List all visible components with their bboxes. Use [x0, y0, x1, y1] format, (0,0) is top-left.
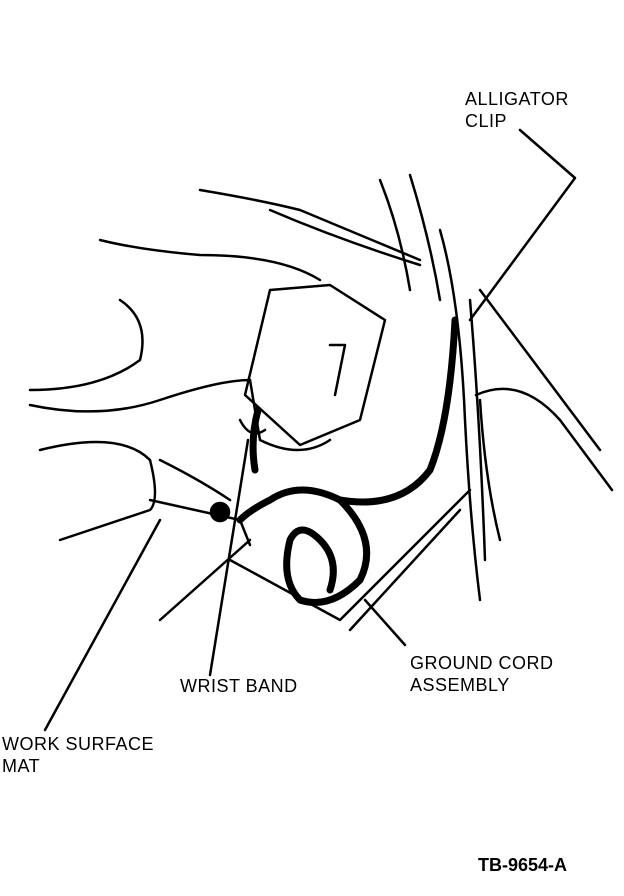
figure-id: TB-9654-A [478, 855, 568, 875]
alligator-clip-line-2: CLIP [465, 111, 508, 131]
module-box [243, 283, 387, 447]
ground-cord [236, 316, 459, 606]
work-surface-mat-line-2: MAT [2, 756, 41, 776]
work-surface-mat-line-1: WORK SURFACE [2, 734, 155, 754]
ground-cord-line-1: GROUND CORD [410, 653, 554, 673]
wrist-band-label: WRIST BAND [180, 676, 298, 696]
work-surface-mat-label: WORK SURFACE MAT [2, 733, 154, 777]
equipment-frame [158, 173, 614, 632]
leader-lines [43, 128, 577, 732]
alligator-clip-line-1: ALLIGATOR [465, 89, 569, 109]
alligator-clip-label: ALLIGATOR CLIP [465, 88, 569, 132]
ground-cord-line-2: ASSEMBLY [410, 675, 510, 695]
ground-cord-label: GROUND CORD ASSEMBLY [410, 652, 554, 696]
work-surface-mat [38, 440, 252, 547]
arm-and-hand [28, 238, 332, 452]
